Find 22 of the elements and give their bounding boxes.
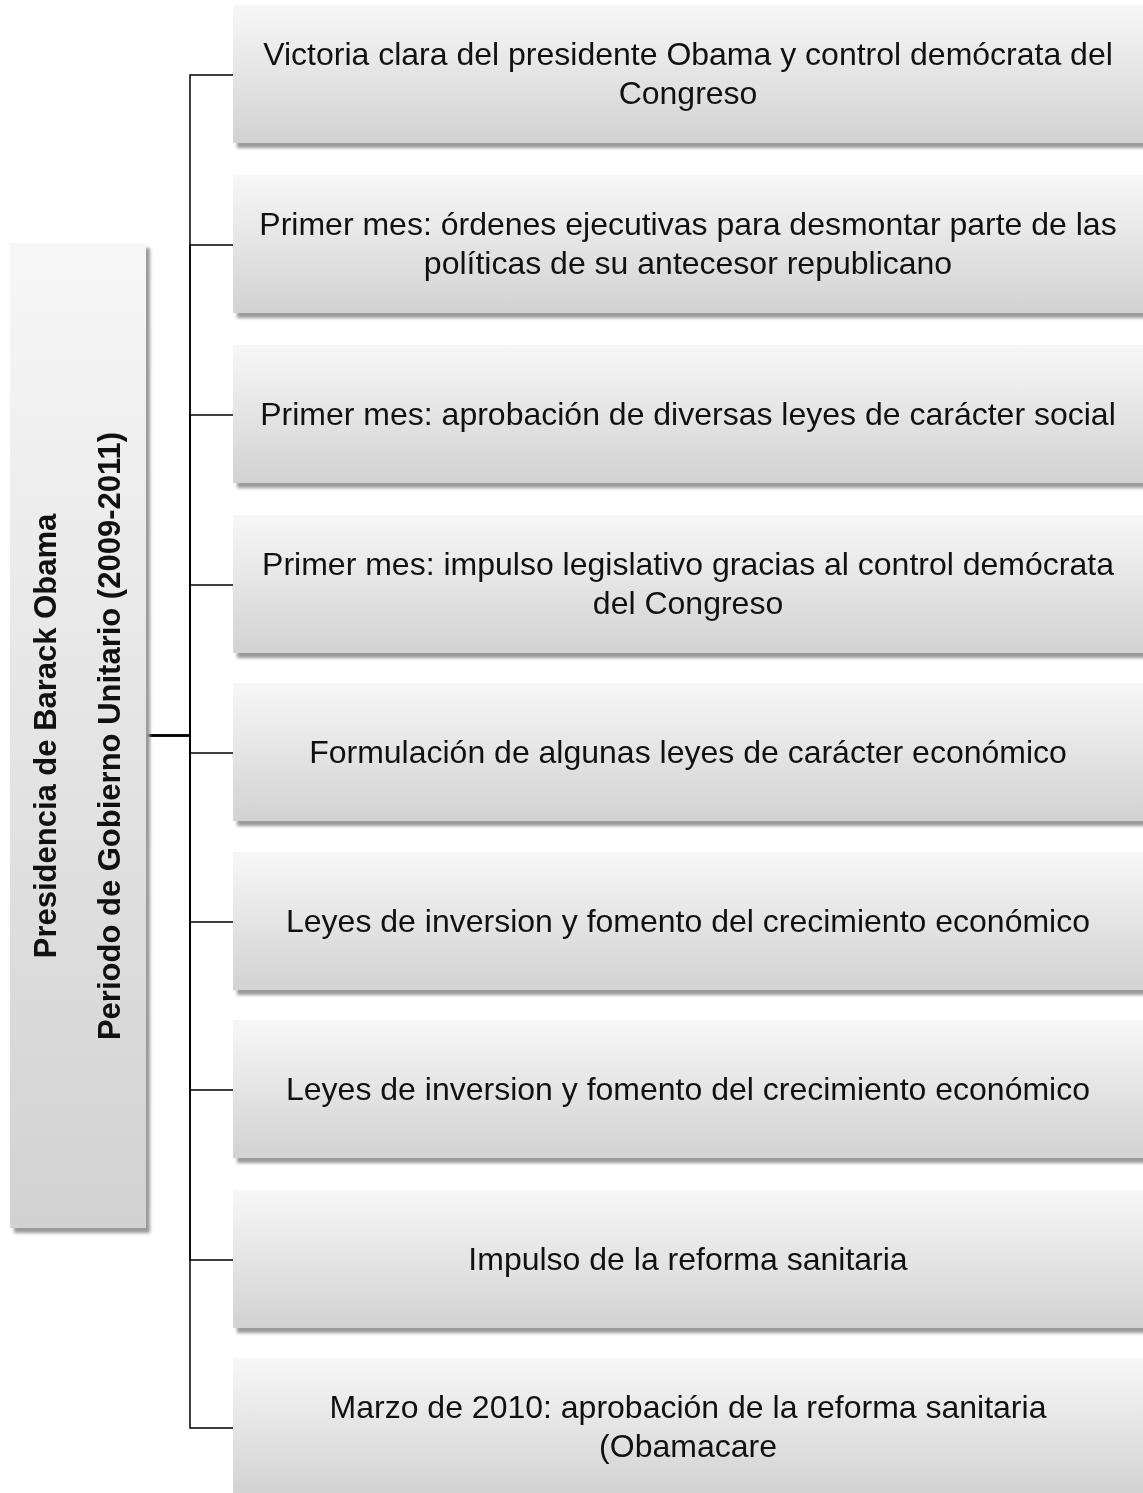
event-text: Primer mes: aprobación de diversas leyes de carácter social [259,394,1117,434]
title-text: Periodo de Gobierno Unitario (2009-2011) [91,431,128,1040]
event-box [233,852,1143,990]
event-text: Victoria clara del presidente Obama y control demócrata del Congreso [262,35,1114,113]
event-box [233,5,1143,143]
event-text: Impulso de la reforma sanitaria [467,1239,909,1279]
event-box [233,1190,1143,1328]
event-box [233,1020,1143,1158]
event-text: Formulación de algunas leyes de carácter económico [308,732,1068,772]
event-text: Leyes de inversion y fomento del crecimiento económico [285,1069,1091,1109]
event-text: Leyes de inversion y fomento del crecimiento económico [285,901,1091,941]
connector-line [145,734,234,1429]
event-box [233,175,1143,313]
title-box [10,243,146,1228]
event-text: Marzo de 2010: aprobación de la reforma sanitaria (Obamacare [328,1388,1048,1466]
event-text: Primer mes: órdenes ejecutivas para desmontar parte de las políticas de su antecesor republicano [258,205,1118,283]
title-text: Presidencia de Barack Obama [27,513,64,958]
event-box [233,345,1143,483]
event-box [233,1358,1143,1493]
event-text: Primer mes: impulso legislativo gracias al control demócrata del Congreso [261,545,1115,623]
event-box [233,683,1143,821]
event-box [233,515,1143,653]
